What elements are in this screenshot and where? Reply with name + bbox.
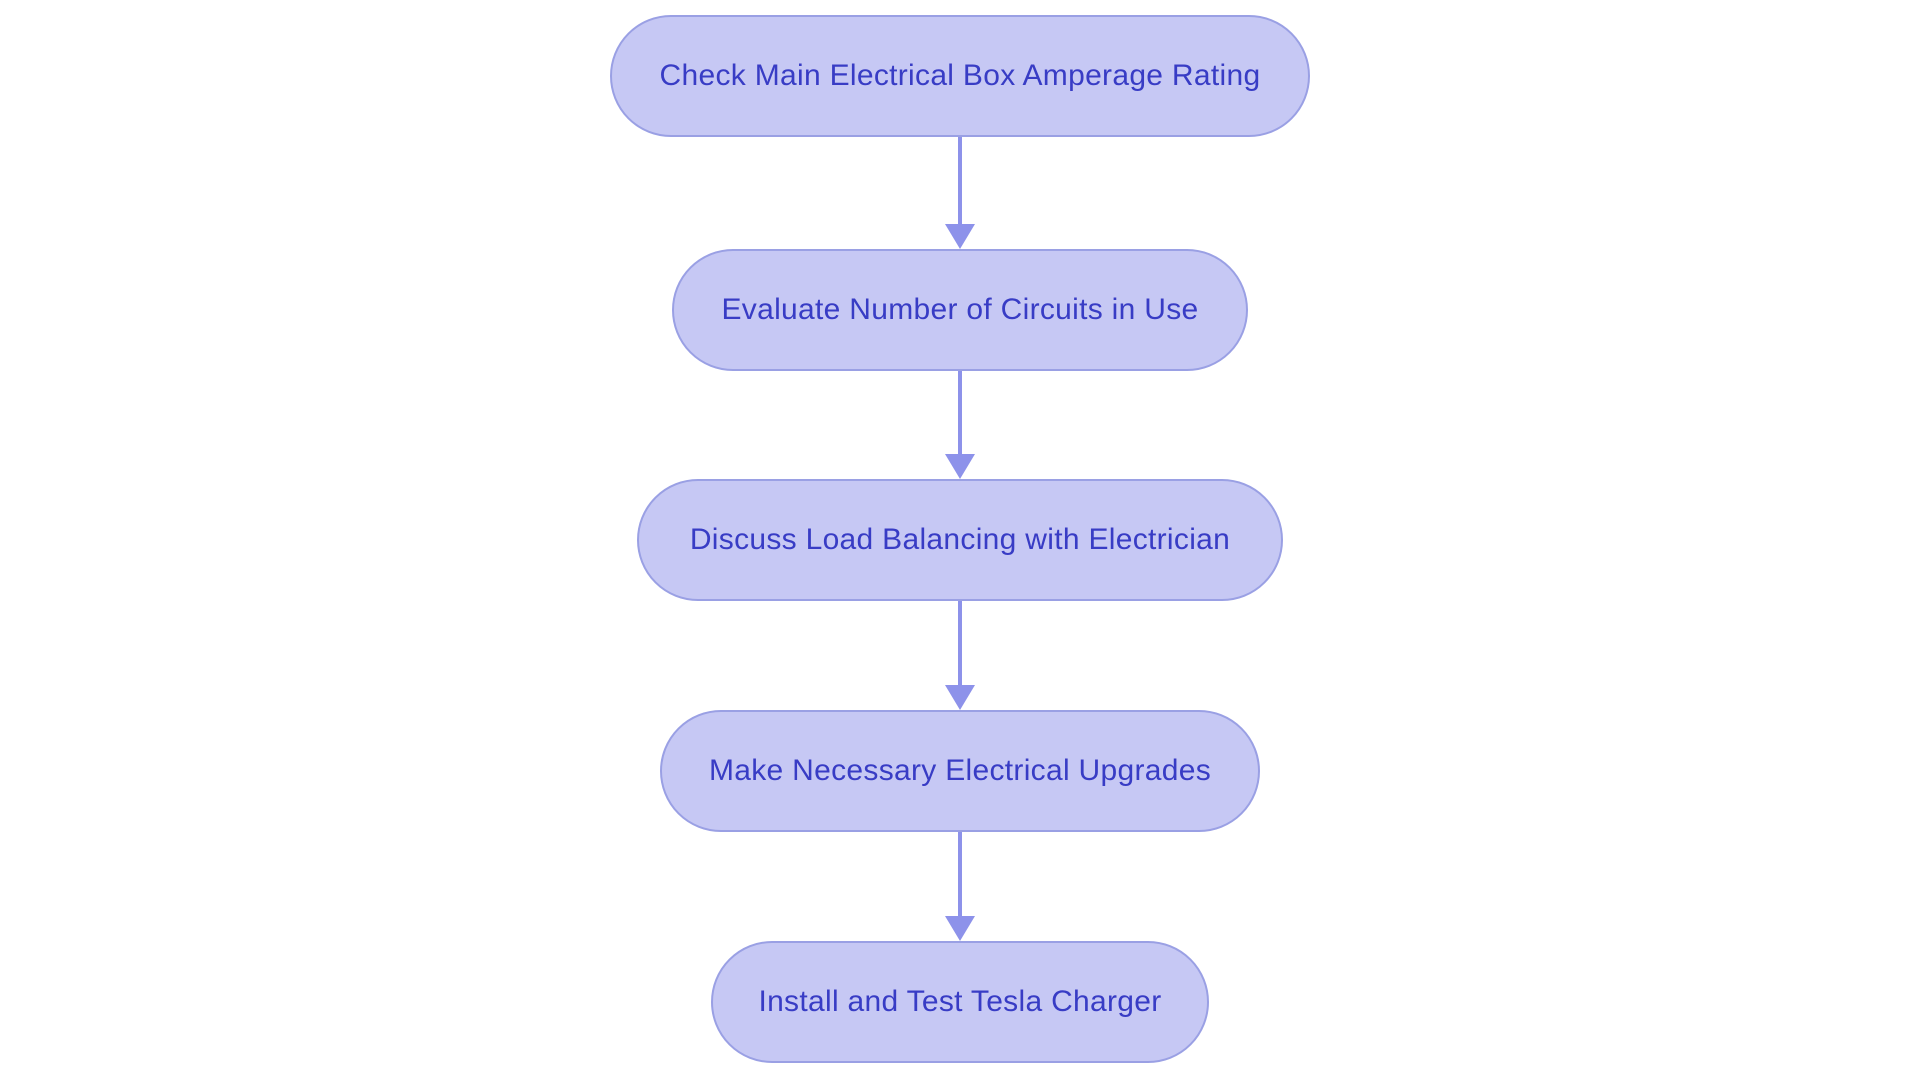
arrow-line xyxy=(958,601,962,687)
arrow-head-icon xyxy=(945,916,975,941)
arrow-line xyxy=(958,137,962,226)
flow-step-evaluate-circuits: Evaluate Number of Circuits in Use xyxy=(672,249,1248,371)
arrow-head-icon xyxy=(945,685,975,710)
flow-step-discuss-load-balancing: Discuss Load Balancing with Electrician xyxy=(637,479,1283,601)
flow-step-label: Check Main Electrical Box Amperage Ratin… xyxy=(659,59,1261,92)
flow-step-label: Evaluate Number of Circuits in Use xyxy=(721,293,1199,326)
flow-step-check-amperage: Check Main Electrical Box Amperage Ratin… xyxy=(610,15,1310,137)
arrow-head-icon xyxy=(945,454,975,479)
arrow-line xyxy=(958,371,962,456)
flow-step-label: Install and Test Tesla Charger xyxy=(758,985,1162,1018)
flow-step-install-test-charger: Install and Test Tesla Charger xyxy=(711,941,1209,1063)
arrow-head-icon xyxy=(945,224,975,249)
flow-step-electrical-upgrades: Make Necessary Electrical Upgrades xyxy=(660,710,1260,832)
down-arrow-connector-1 xyxy=(945,137,975,249)
flow-step-label: Make Necessary Electrical Upgrades xyxy=(708,754,1212,787)
flow-step-label: Discuss Load Balancing with Electrician xyxy=(689,523,1231,556)
down-arrow-connector-3 xyxy=(945,601,975,710)
down-arrow-connector-2 xyxy=(945,371,975,479)
arrow-line xyxy=(958,832,962,918)
down-arrow-connector-4 xyxy=(945,832,975,941)
